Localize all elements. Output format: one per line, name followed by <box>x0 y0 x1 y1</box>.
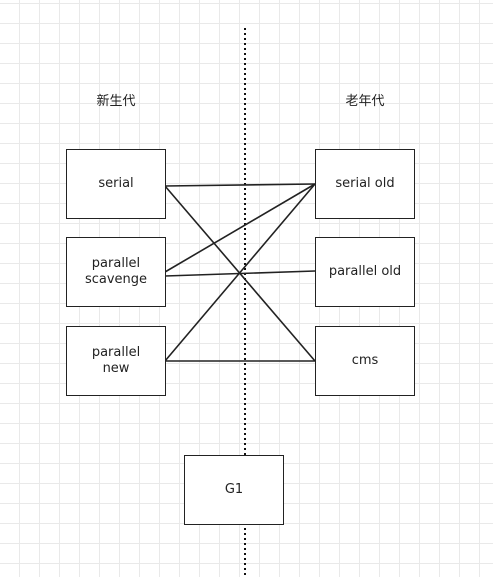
parallel-new-box: parallel new <box>66 326 166 396</box>
serial-label: serial <box>98 176 134 191</box>
young-generation-heading: 新生代 <box>96 94 136 109</box>
parallel-old-label: parallel old <box>328 264 402 279</box>
edge-parallel-new-to-serial-old <box>164 183 316 362</box>
parallel-scavenge-label: parallel scavenge <box>84 256 148 287</box>
serial-old-box: serial old <box>315 149 415 219</box>
parallel-new-label: parallel new <box>91 345 141 376</box>
edge-serial-to-cms <box>164 185 316 362</box>
parallel-old-box: parallel old <box>315 237 415 307</box>
edge-parallel-scavenge-to-serial-old <box>164 183 316 273</box>
parallel-scavenge-box: parallel scavenge <box>66 237 166 307</box>
cms-box: cms <box>315 326 415 396</box>
serial-old-label: serial old <box>335 176 395 191</box>
serial-box: serial <box>66 149 166 219</box>
g1-label: G1 <box>224 482 244 497</box>
cms-label: cms <box>351 353 379 368</box>
edge-parallel-scavenge-to-parallel-old <box>164 270 316 277</box>
edge-serial-to-serial-old <box>164 183 316 187</box>
g1-box: G1 <box>184 455 284 525</box>
old-generation-heading: 老年代 <box>345 94 385 109</box>
